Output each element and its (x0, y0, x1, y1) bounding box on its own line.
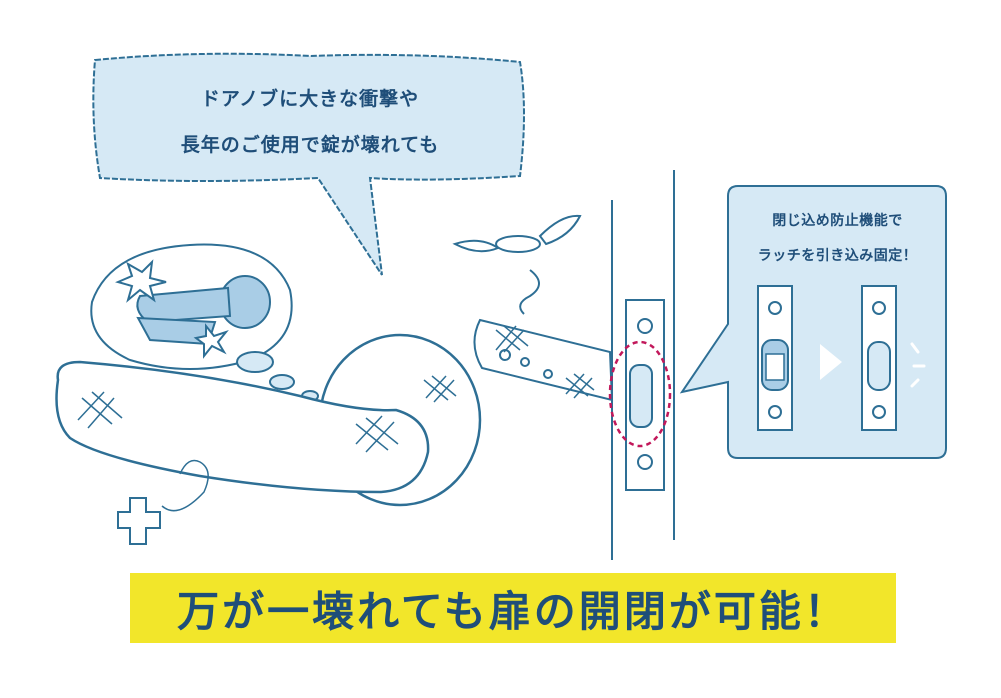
speech-bubble-line-2: 長年のご使用で錠が壊れても (180, 134, 440, 156)
plus-icon (117, 497, 161, 545)
broken-handle-icon (136, 275, 271, 346)
thought-bubble (90, 243, 319, 402)
strike-plate (608, 299, 672, 491)
sparkle-icon (910, 342, 926, 388)
latch-after-plate (861, 285, 897, 431)
headline-text: 万が一壊れても扉の開閉が可能！ (177, 586, 849, 636)
latch-before-plate (757, 285, 793, 431)
speech-bubble (92, 52, 525, 276)
halo-wings-icon (452, 214, 582, 315)
headline-banner: 万が一壊れても扉の開閉が可能！ (130, 573, 896, 643)
latch-bolt (473, 318, 614, 402)
info-panel-line-1: 閉じ込め防止機能で (772, 213, 903, 229)
info-panel-line-2: ラッチを引き込み固定！ (757, 248, 918, 264)
arrow-right-icon (820, 344, 842, 380)
info-panel (679, 185, 947, 459)
door-lever (55, 333, 482, 512)
speech-bubble-line-1: ドアノブに大きな衝撃や (200, 88, 420, 110)
